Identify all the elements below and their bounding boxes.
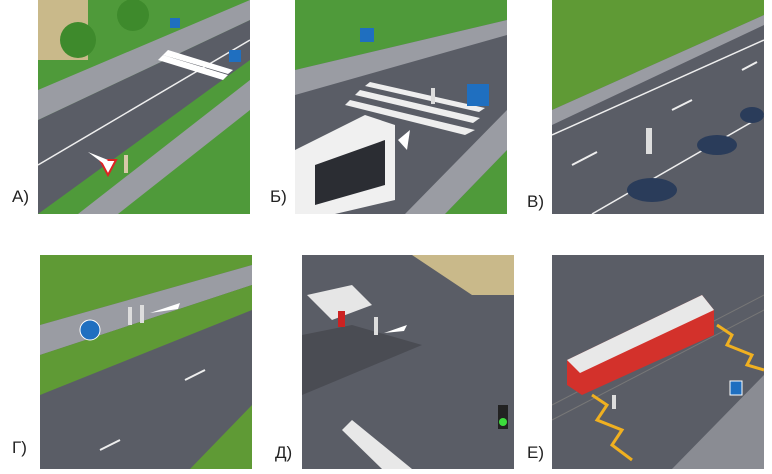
puddle [740, 107, 764, 123]
pedestrian-figure [128, 307, 132, 325]
tram-stop-sign-icon [729, 380, 743, 396]
label-b: Б) [270, 187, 287, 206]
bicycle-path-sign-icon [79, 319, 101, 341]
label-e: Е) [527, 443, 544, 462]
scene-g [40, 255, 252, 469]
puddle [627, 178, 677, 202]
label-g: Г) [12, 438, 27, 457]
pedestrian-figure [646, 128, 652, 154]
traffic-light-green-icon [499, 418, 507, 426]
scene-e [552, 255, 764, 469]
scene-d [302, 255, 514, 469]
crosswalk-sign-icon [170, 18, 180, 28]
car [307, 285, 372, 320]
pedestrian-figure [140, 305, 144, 323]
label-a: А) [12, 187, 29, 206]
crosswalk-sign-icon [229, 50, 241, 62]
scene-a [38, 0, 250, 214]
label-d: Д) [275, 443, 293, 462]
traffic-light-red-icon [338, 311, 345, 327]
scene-b [295, 0, 507, 214]
label-v: В) [527, 192, 544, 211]
pedestrian-figure [124, 155, 128, 173]
scene-v [552, 0, 764, 214]
crosswalk-sign-icon [360, 28, 374, 42]
pedestrian-figure [374, 317, 378, 335]
puddle [697, 135, 737, 155]
traffic-light [498, 405, 508, 429]
crosswalk-sign-icon [467, 84, 489, 106]
pedestrian-figure [431, 88, 435, 104]
pedestrian-figure [612, 395, 616, 409]
